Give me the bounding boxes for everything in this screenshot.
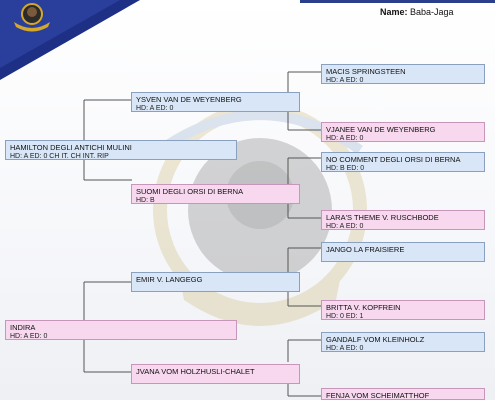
sire-box[interactable]: HAMILTON DEGLI ANTICHI MULINI HD: A ED: … xyxy=(5,140,237,160)
ggp-name: FENJA VOM SCHEIMATTHOF xyxy=(326,391,430,400)
corner-banner xyxy=(0,0,140,80)
dam-name: INDIRA xyxy=(10,323,36,332)
emblem-icon xyxy=(14,3,50,32)
name-label: Name: xyxy=(380,7,408,17)
ggp-box-4[interactable]: LARA'S THEME V. RUSCHBODE HD: A ED: 0 xyxy=(321,210,485,230)
sire-dam-name: SUOMI DEGLI ORSI DI BERNA xyxy=(136,187,244,196)
ggp-box-2[interactable]: VJANEE VAN DE WEYENBERG HD: A ED: 0 xyxy=(321,122,485,142)
ggp-box-6[interactable]: BRITTA V. KOPFREIN HD: 0 ED: 1 xyxy=(321,300,485,320)
dam-dam-name: JVANA VOM HOLZHUSLI-CHALET xyxy=(136,367,255,376)
name-value: Baba-Jaga xyxy=(410,7,454,17)
ggp-box-1[interactable]: MACIS SPRINGSTEEN HD: A ED: 0 xyxy=(321,64,485,84)
sire-dam-info: HD: B xyxy=(136,197,155,204)
ggp-name: VJANEE VAN DE WEYENBERG xyxy=(326,125,436,134)
ggp-name: NO COMMENT DEGLI ORSI DI BERNA xyxy=(326,155,461,164)
dog-name-line: Name: Baba-Jaga xyxy=(380,7,454,17)
sire-info: HD: A ED: 0 CH IT. CH INT. RIP xyxy=(10,153,109,160)
ggp-info: HD: A ED: 0 xyxy=(326,135,364,142)
dam-sire-name: EMIR V. LANGEGG xyxy=(136,275,203,284)
ggp-name: GANDALF VOM KLEINHOLZ xyxy=(326,335,425,344)
ggp-name: MACIS SPRINGSTEEN xyxy=(326,67,406,76)
ggp-box-8[interactable]: FENJA VOM SCHEIMATTHOF xyxy=(321,388,485,400)
ggp-name: LARA'S THEME V. RUSCHBODE xyxy=(326,213,439,222)
ggp-box-3[interactable]: NO COMMENT DEGLI ORSI DI BERNA HD: B ED:… xyxy=(321,152,485,172)
ggp-box-5[interactable]: JANGO LA FRAISIERE xyxy=(321,242,485,262)
sire-sire-info: HD: A ED: 0 xyxy=(136,105,174,112)
ggp-info: HD: A ED: 0 xyxy=(326,345,364,352)
dam-info: HD: A ED: 0 xyxy=(10,333,48,340)
ggp-info: HD: A ED: 0 xyxy=(326,223,364,230)
sire-dam-box[interactable]: SUOMI DEGLI ORSI DI BERNA HD: B xyxy=(131,184,300,204)
dam-dam-box[interactable]: JVANA VOM HOLZHUSLI-CHALET xyxy=(131,364,300,384)
dam-sire-box[interactable]: EMIR V. LANGEGG xyxy=(131,272,300,292)
sire-name: HAMILTON DEGLI ANTICHI MULINI xyxy=(10,143,132,152)
ggp-box-7[interactable]: GANDALF VOM KLEINHOLZ HD: A ED: 0 xyxy=(321,332,485,352)
ggp-info: HD: 0 ED: 1 xyxy=(326,313,364,320)
sire-sire-name: YSVEN VAN DE WEYENBERG xyxy=(136,95,242,104)
top-accent-bar xyxy=(300,0,495,3)
ggp-info: HD: A ED: 0 xyxy=(326,77,364,84)
ggp-name: JANGO LA FRAISIERE xyxy=(326,245,405,254)
dam-box[interactable]: INDIRA HD: A ED: 0 xyxy=(5,320,237,340)
sire-sire-box[interactable]: YSVEN VAN DE WEYENBERG HD: A ED: 0 xyxy=(131,92,300,112)
ggp-name: BRITTA V. KOPFREIN xyxy=(326,303,401,312)
ggp-info: HD: B ED: 0 xyxy=(326,165,365,172)
